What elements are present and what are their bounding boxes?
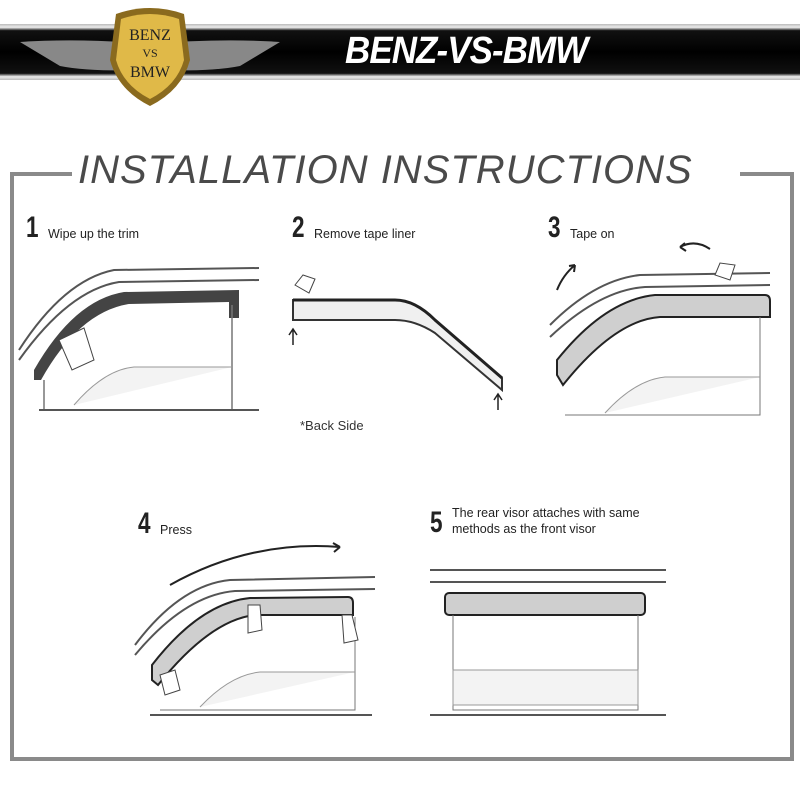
step-number: 5 — [430, 506, 443, 539]
arrow-up-right-icon — [556, 264, 576, 291]
step-3-heading: 3 Tape on — [548, 211, 615, 244]
svg-text:VS: VS — [142, 46, 157, 60]
rear-visor — [444, 592, 646, 616]
step-label: Tape on — [570, 227, 615, 241]
arrow-up-icon — [288, 327, 298, 345]
svg-text:BMW: BMW — [130, 64, 171, 81]
brand-logo: BENZ VS BMW — [20, 8, 280, 106]
step-2-illustration — [288, 274, 503, 410]
hand-icon — [714, 262, 736, 281]
arrow-right-icon — [169, 542, 341, 586]
step-number: 1 — [26, 211, 39, 244]
back-side-note: *Back Side — [300, 418, 364, 433]
frame-divider — [10, 172, 72, 176]
step-number: 3 — [548, 211, 561, 244]
step-label: The rear visor attaches with same method… — [452, 506, 640, 536]
brand-name: BENZ-VS-BMW — [345, 30, 588, 72]
arrow-up-icon — [493, 392, 503, 410]
step-5-illustration — [430, 569, 666, 716]
step-3-illustration — [549, 242, 771, 416]
step-label: Remove tape liner — [314, 227, 416, 241]
hand-icon — [159, 669, 181, 696]
instructions-frame — [10, 172, 794, 761]
step-number: 2 — [292, 211, 305, 244]
svg-text:BENZ: BENZ — [129, 27, 171, 44]
hand-icon — [247, 604, 263, 634]
frame-divider — [740, 172, 790, 176]
step-2-heading: 2 Remove tape liner — [292, 211, 416, 244]
step-1-illustration — [18, 267, 260, 411]
step-label: Press — [160, 523, 192, 537]
hand-icon — [341, 614, 359, 644]
tape-liner-hand-icon — [294, 274, 316, 294]
step-1-heading: 1 Wipe up the trim — [26, 211, 140, 244]
step-4-heading: 4 Press — [138, 507, 192, 540]
step-number: 4 — [138, 507, 151, 540]
step-4-illustration — [134, 542, 376, 716]
step-5-heading: 5 The rear visor attaches with same meth… — [430, 505, 662, 539]
arrow-left-icon — [679, 242, 711, 252]
cloth-hand-icon — [58, 327, 95, 371]
step-label: Wipe up the trim — [48, 227, 140, 241]
page-title: INSTALLATION INSTRUCTIONS — [76, 148, 695, 193]
